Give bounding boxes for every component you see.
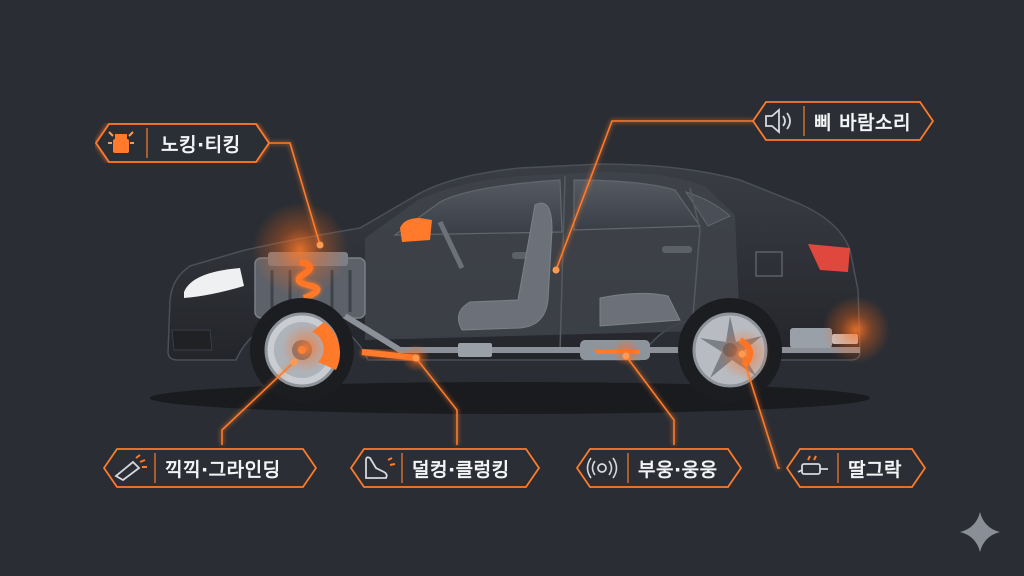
label-hum-drone-frame bbox=[576, 448, 742, 488]
label-whistle-frame bbox=[752, 101, 934, 141]
label-clunk-text: 덜컹·클렁킹 bbox=[412, 458, 510, 481]
callout-dots bbox=[290, 241, 746, 366]
leader-line-knocking bbox=[268, 142, 321, 246]
engine-knock-icon bbox=[95, 123, 147, 163]
label-rattle-frame bbox=[786, 448, 926, 488]
label-squeak-grind-frame bbox=[103, 448, 317, 488]
taillight bbox=[808, 244, 850, 272]
rear-window bbox=[573, 179, 702, 231]
speaker-icon bbox=[752, 101, 804, 141]
vibration-icon bbox=[576, 448, 628, 488]
suspension-icon bbox=[350, 448, 402, 488]
rear-seat bbox=[599, 292, 681, 327]
label-knocking-frame bbox=[95, 123, 270, 163]
leader-line-rattle bbox=[741, 353, 780, 469]
label-clunk-frame bbox=[350, 448, 540, 488]
label-hum-drone: 부웅·웅웅 bbox=[576, 448, 742, 488]
front-grille bbox=[171, 329, 213, 351]
side-mirror bbox=[400, 218, 432, 242]
label-squeak-grind-text: 끽끽·그라인딩 bbox=[165, 458, 281, 481]
leader-line-squeak bbox=[221, 361, 295, 445]
steering-wheel bbox=[437, 220, 465, 270]
muffler-glow bbox=[612, 338, 640, 366]
front-window bbox=[393, 179, 563, 236]
label-knocking: 노킹·티킹 bbox=[95, 123, 270, 163]
quarter-window bbox=[684, 191, 731, 227]
label-whistle-text: 삐 바람소리 bbox=[814, 111, 912, 134]
rear-door-handle bbox=[662, 246, 692, 253]
headlight bbox=[184, 268, 244, 298]
front-brake-glow bbox=[282, 324, 330, 372]
label-rattle: 딸그락 bbox=[786, 448, 926, 488]
engine-glow bbox=[252, 202, 348, 298]
exhaust-icon bbox=[786, 448, 838, 488]
tailpipe-glow bbox=[822, 296, 890, 364]
label-knocking-text: 노킹·티킹 bbox=[161, 133, 241, 156]
label-whistle: 삐 바람소리 bbox=[752, 101, 934, 141]
leader-line-clunk bbox=[415, 357, 458, 445]
label-squeak-grind: 끽끽·그라인딩 bbox=[103, 448, 317, 488]
leader-line-hum bbox=[625, 355, 675, 445]
fuel-door bbox=[755, 251, 783, 277]
brake-caliper-icon bbox=[103, 448, 155, 488]
sparkle-icon bbox=[960, 512, 1000, 552]
label-clunk: 덜컹·클렁킹 bbox=[350, 448, 540, 488]
front-seat bbox=[457, 202, 553, 331]
label-rattle-text: 딸그락 bbox=[848, 458, 902, 481]
callout-lines bbox=[221, 120, 780, 469]
door-outline bbox=[559, 175, 701, 353]
label-hum-drone-text: 부웅·웅웅 bbox=[638, 458, 718, 481]
leader-line-whistle bbox=[555, 120, 754, 271]
